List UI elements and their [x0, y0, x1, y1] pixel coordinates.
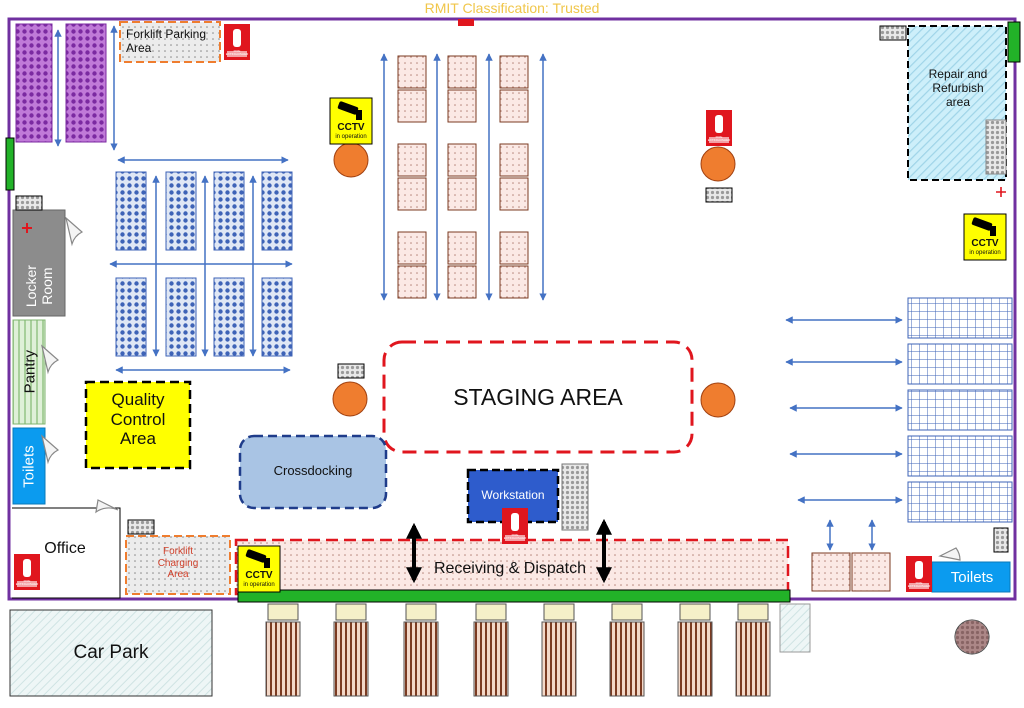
- locker-room: [12, 209, 66, 317]
- loading-dock-bar: [237, 589, 791, 603]
- quality-control-label: Quality Control Area: [110, 390, 166, 449]
- cctv-sign-title: CCTV: [337, 122, 365, 133]
- forklift-charging-area: [125, 535, 231, 595]
- emergency-beacon-icon: [332, 142, 736, 418]
- crossdocking-label: Crossdocking: [273, 463, 353, 478]
- pallet-rack-block: [397, 55, 529, 299]
- rack-purple-2: [65, 23, 107, 143]
- pallet-bottom-1: [811, 552, 851, 592]
- first-aid-cross-icon: [22, 223, 32, 233]
- fire-extinguisher-label: FIRE EXTINGUISHER: [503, 533, 527, 541]
- right-rack-arrows: [785, 316, 903, 551]
- fire-extinguisher-label: FIRE EXTINGUISHER: [15, 579, 39, 587]
- toilets-right: [931, 561, 1011, 593]
- receiving-dispatch-area: [234, 538, 790, 596]
- cctv-sign-sub: in operation: [243, 582, 275, 588]
- toilets-right-label: Toilets: [950, 569, 994, 586]
- rack-purple-1: [15, 23, 53, 143]
- quality-control-area: [84, 380, 192, 470]
- classification-header: RMIT Classification: Trusted: [424, 0, 600, 16]
- blue-rack-block: [115, 171, 293, 357]
- office-label: Office: [44, 540, 86, 557]
- cctv-sign-sub: in operation: [335, 134, 367, 140]
- cctv-sign-title: CCTV: [245, 570, 273, 581]
- pallet-rack-arrows: [380, 53, 547, 301]
- pantry: [12, 319, 46, 425]
- right-door: [1007, 21, 1021, 63]
- forklift-parking-area: [119, 21, 221, 63]
- crossdocking-area: [238, 434, 388, 510]
- fire-extinguisher-label: FIRE EXTINGUISHER: [907, 581, 931, 589]
- pantry-label: Pantry: [21, 349, 39, 394]
- small-outside-bay: [779, 603, 811, 653]
- fire-extinguisher-icon: [14, 24, 932, 592]
- first-aid-cross-icon: [996, 187, 1006, 197]
- workstation-label: Workstation: [481, 488, 545, 502]
- keypad-icon: [15, 25, 1009, 553]
- right-rack-block: [907, 297, 1013, 523]
- fire-extinguisher-label: FIRE EXTINGUISHER: [225, 49, 249, 57]
- cctv-sign-sub: in operation: [969, 250, 1001, 256]
- staging-area-label: STAGING AREA: [453, 384, 623, 410]
- locker-room-label: Locker Room: [22, 265, 55, 308]
- forklift-parking-label: Forklift Parking Area: [126, 27, 207, 55]
- cctv-sign-title: CCTV: [971, 238, 999, 249]
- staging-area: [382, 340, 694, 454]
- left-door: [5, 137, 15, 191]
- car-park-label: Car Park: [73, 642, 149, 663]
- car-park: [9, 609, 213, 697]
- dock-trailers: [265, 603, 771, 697]
- repair-rack: [985, 119, 1007, 175]
- blue-rack-arrows: [109, 156, 293, 374]
- top-door-marker: [458, 19, 474, 26]
- pallet-bottom-2: [851, 552, 891, 592]
- cctv-sign-icon: [237, 97, 1007, 593]
- workstation-rack: [561, 463, 589, 531]
- toilets-left: [12, 427, 46, 505]
- repair-area-label: Repair and Refurbish area: [928, 67, 988, 109]
- door-swing-icon: [40, 216, 961, 561]
- forklift-charging-label: Forklift Charging Area: [157, 546, 199, 580]
- receiving-dispatch-label: Receiving & Dispatch: [433, 560, 587, 577]
- toilets-left-label: Toilets: [20, 445, 38, 488]
- fire-extinguisher-label: FIRE EXTINGUISHER: [707, 135, 731, 143]
